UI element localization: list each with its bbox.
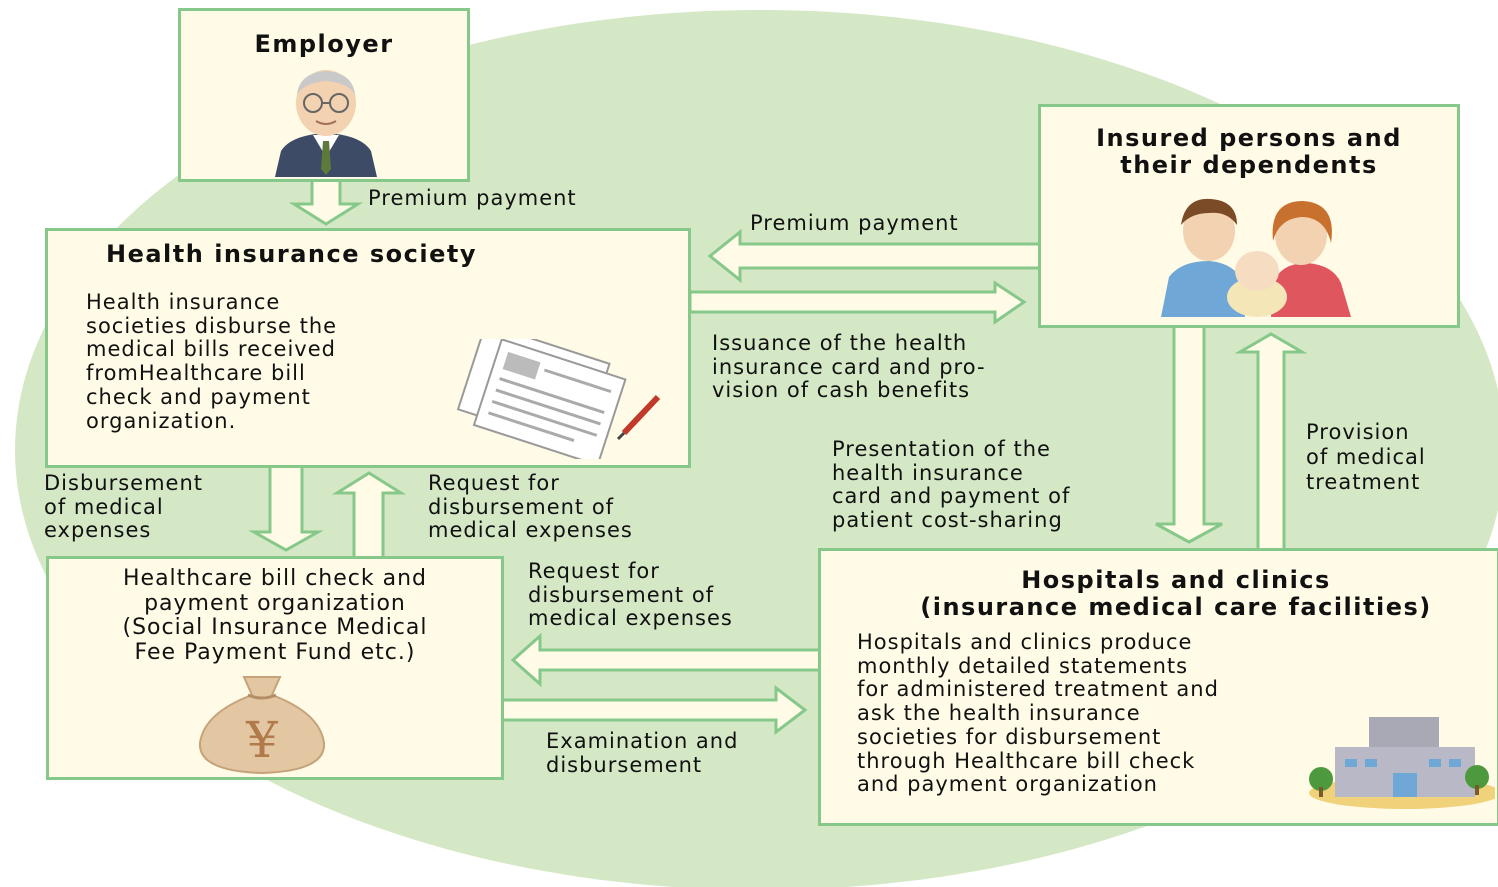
label-request-society: Request for disbursement of medical expe… [428,471,633,543]
money-bag-yen-icon: ¥ [198,676,326,775]
insured-persons-box: Insured persons and their dependents [1038,104,1460,328]
society-body: Health insurance societies disburse the … [86,290,338,433]
yen-symbol: ¥ [245,711,278,769]
arrow-examination [500,684,808,736]
arrow-presentation [1155,324,1223,544]
label-premium-insured: Premium payment [750,211,959,235]
family-icon [1161,198,1351,317]
arrow-issuance [688,280,1027,325]
health-insurance-society-box: Health insurance society Health insuranc… [45,228,691,468]
arrow-request-society [331,471,407,562]
hospitals-title: Hospitals and clinics (insurance medical… [920,566,1432,622]
arrow-provision [1234,332,1308,552]
employer-title: Employer [254,30,394,58]
bill-org-title: Healthcare bill check and payment organi… [122,566,428,665]
label-disbursement-medical: Disbursement of medical expenses [44,471,203,543]
label-presentation: Presentation of the health insurance car… [832,437,1071,533]
society-title: Health insurance society [106,240,477,268]
employer-person-icon [275,70,377,177]
arrow-request-hospital [510,632,822,688]
label-request-hospital: Request for disbursement of medical expe… [528,559,733,631]
label-issuance: Issuance of the health insurance card an… [712,331,986,403]
insured-title: Insured persons and their dependents [1096,124,1402,179]
arrow-disbursement-medical [248,463,324,552]
hospital-building-icon [1309,717,1495,809]
hospitals-clinics-box: Hospitals and clinics (insurance medical… [818,548,1498,826]
bill-check-organization-box: Healthcare bill check and payment organi… [46,556,504,780]
employer-box: Employer [178,8,470,182]
documents-pen-icon [456,339,661,459]
hospitals-body: Hospitals and clinics produce monthly de… [857,630,1219,797]
arrow-premium-insured [707,228,1042,284]
label-provision: Provision of medical treatment [1306,420,1426,495]
arrow-premium-employer [288,178,364,226]
label-examination: Examination and disbursement [546,729,739,777]
label-premium-employer: Premium payment [368,186,577,210]
